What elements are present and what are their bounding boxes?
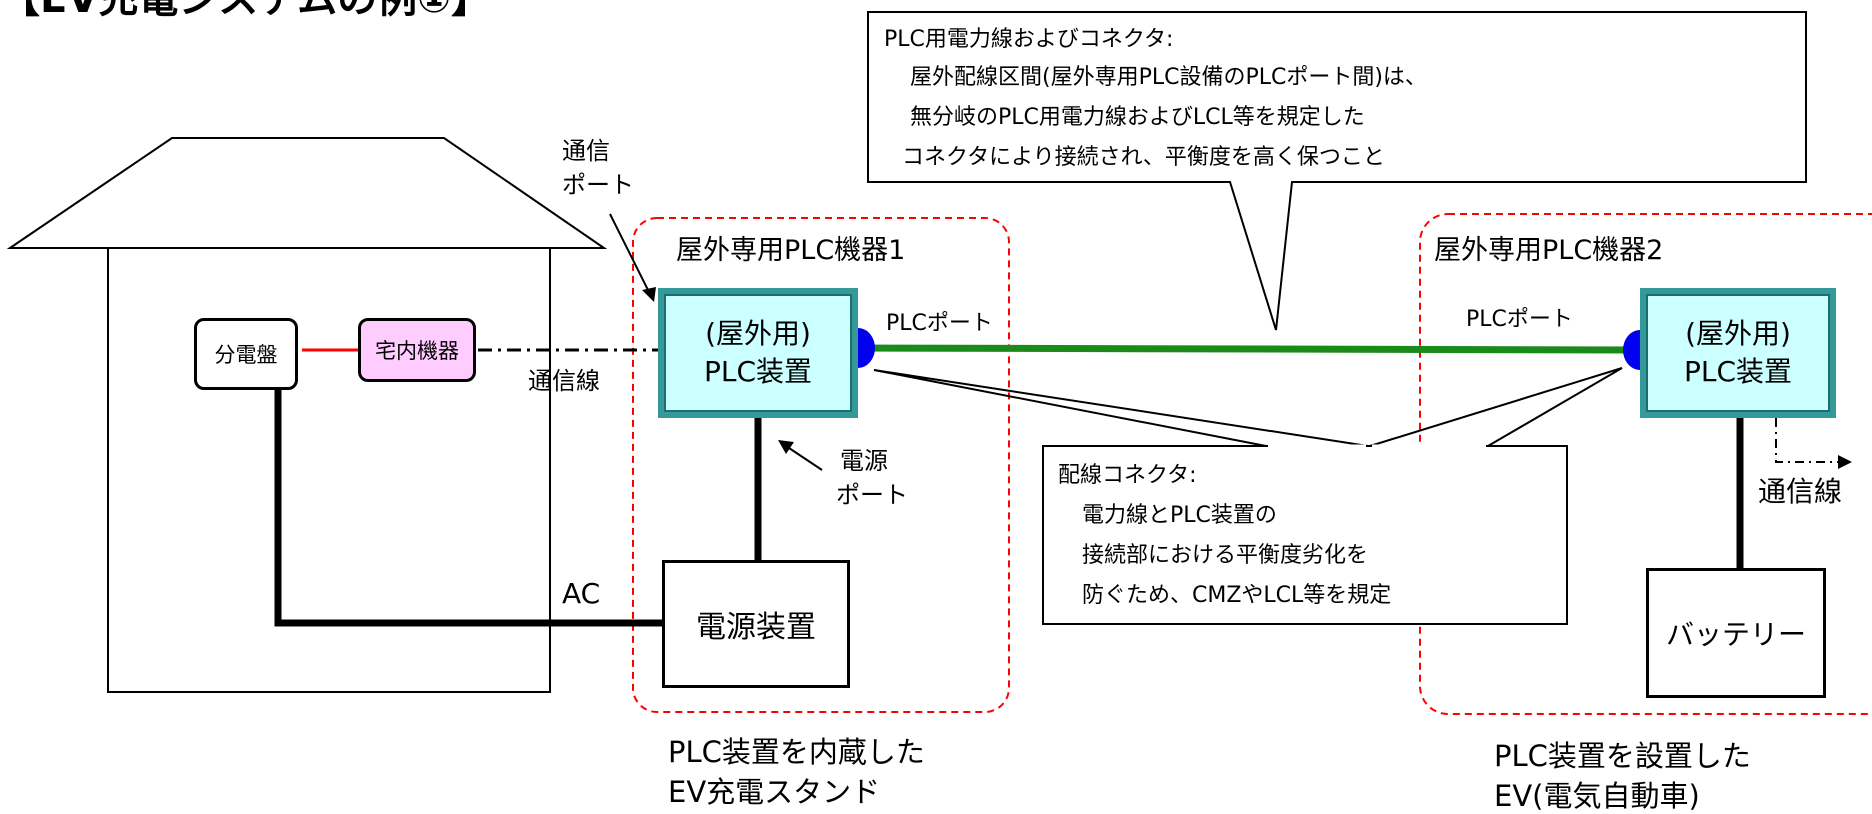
page-title: 【EV充電システムの例①】 [0,0,491,24]
plc-port-right-label: PLCポート [1466,307,1573,332]
ac-label: AC [562,577,601,610]
plc-port-left-label: PLCポート [886,311,993,336]
comm-line-right-label: 通信線 [1758,475,1843,508]
callout-middle-line3: 接続部における平衡度劣化を [1082,543,1369,568]
callout-middle-box [1042,445,1568,625]
zone-device1 [632,217,1010,713]
comm-port-label-line1: 通信 [562,137,610,165]
caption-right-line1: PLC装置を設置した [1494,739,1751,773]
battery-label: バッテリー [1665,618,1806,651]
plc2-label-line2: PLC装置 [1683,355,1793,388]
plc2-label-line1: (屋外用) [1685,317,1791,351]
power-supply: 電源装置 [662,560,850,688]
battery: バッテリー [1646,568,1826,698]
home-device-label: 宅内機器 [375,339,459,363]
distribution-board-label: 分電盤 [214,343,278,367]
plc-device-1: (屋外用) PLC装置 [658,288,858,418]
power-port-label-line1: 電源 [840,447,888,475]
callout-middle-pointer-right [1369,367,1623,447]
distribution-board: 分電盤 [194,318,298,390]
callout-middle-line4: 防ぐため、CMZやLCL等を規定 [1082,583,1392,608]
callout-top-line1: PLC用電力線およびコネクタ: [884,27,1174,52]
callout-middle-pointer-left [873,369,1369,447]
home-device: 宅内機器 [358,318,476,382]
comm-line-right-arrow [1838,455,1852,469]
comm-line-left-label: 通信線 [528,367,600,395]
comm-line-right [1775,418,1840,463]
house-body [107,247,551,693]
callout-middle-line1: 配線コネクタ: [1058,463,1197,488]
power-supply-label: 電源装置 [696,610,816,645]
plc1-label-line2: PLC装置 [703,355,813,388]
power-port-arrow [785,445,823,471]
callout-top-line3: 無分岐のPLC用電力線およびLCL等を規定した [910,105,1365,130]
power-port-label-line2: ポート [836,481,908,509]
zone-device2-title: 屋外専用PLC機器2 [1434,235,1664,266]
callout-top-shape [867,11,1807,331]
plc1-label-line1: (屋外用) [705,317,811,351]
callout-top-line2: 屋外配線区間(屋外専用PLC設備のPLCポート間)は、 [910,65,1427,90]
caption-left-line2: EV充電スタンド [668,775,881,809]
plc-device-2: (屋外用) PLC装置 [1640,288,1836,418]
caption-left-line1: PLC装置を内蔵した [668,735,925,769]
ac-power-line [274,390,662,627]
callout-top-line4: コネクタにより接続され、平衡度を高く保つこと [902,145,1385,170]
comm-port-arrow [609,213,651,295]
plc-power-line [855,344,1641,354]
house-roof [6,137,608,249]
comm-port-label-line2: ポート [562,171,634,199]
callout-middle-line2: 電力線とPLC装置の [1082,503,1277,528]
caption-right-line2: EV(電気自動車) [1494,779,1700,813]
zone-device1-title: 屋外専用PLC機器1 [676,235,906,266]
